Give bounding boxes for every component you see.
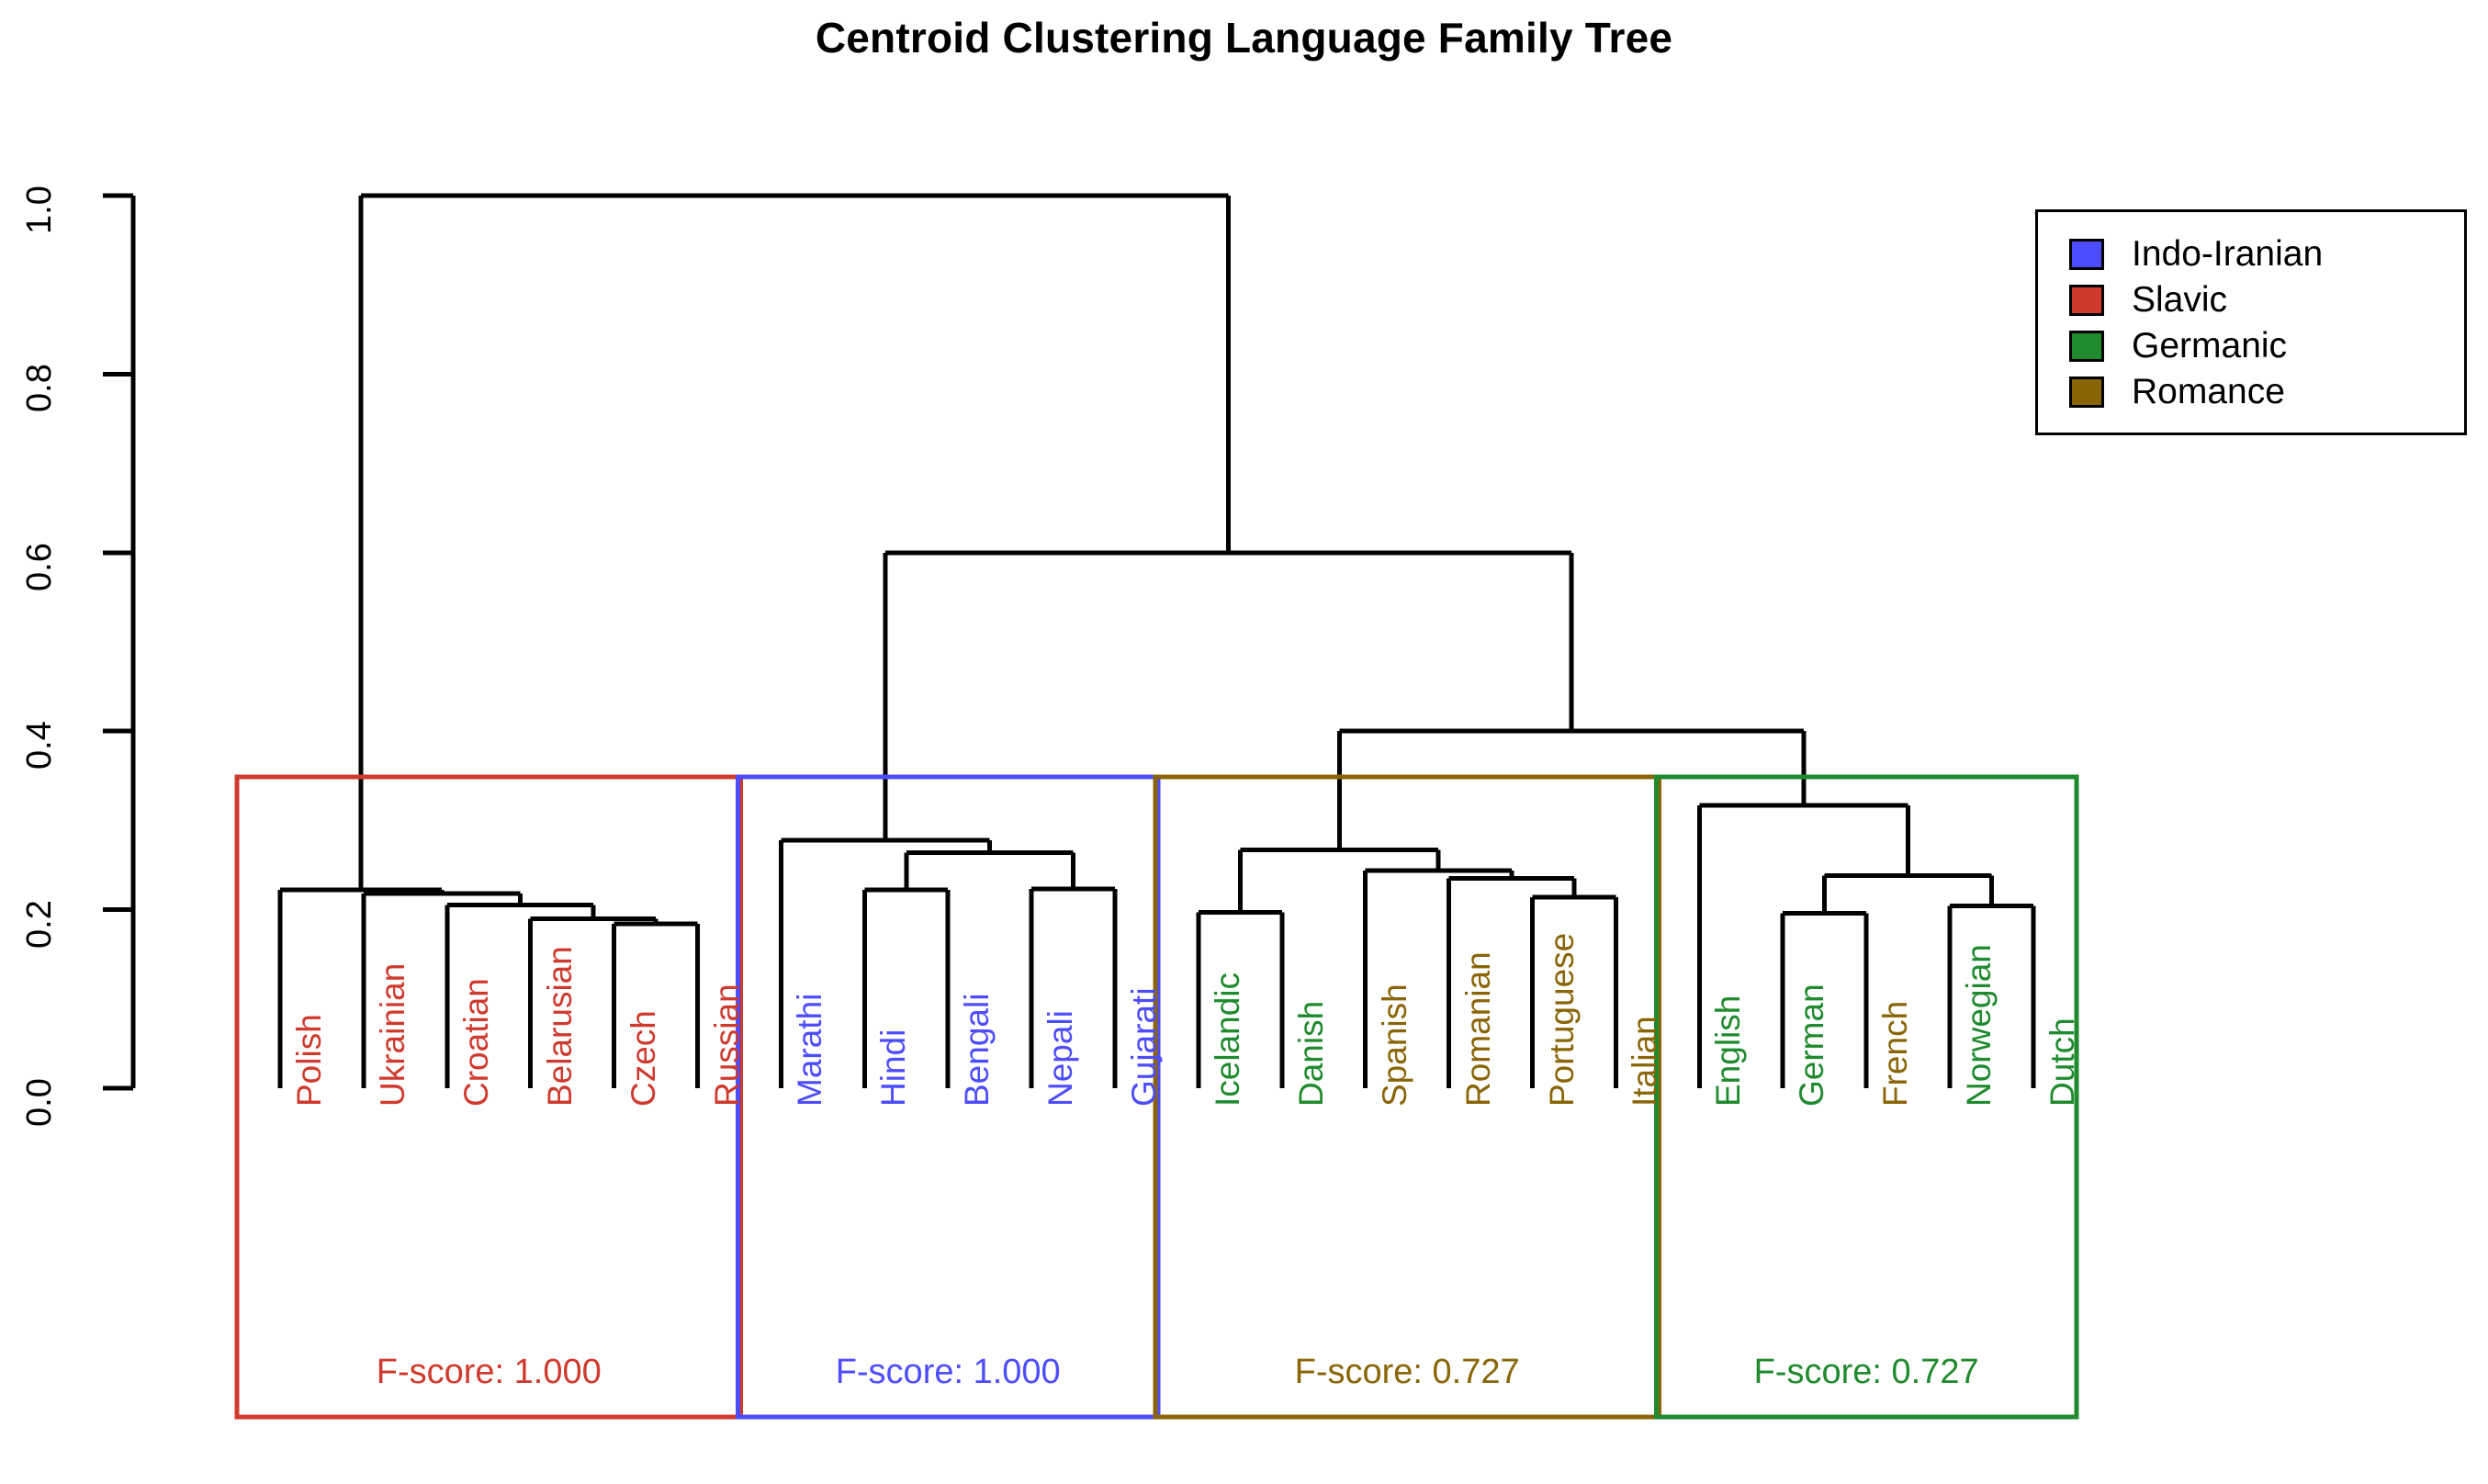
leaf-label: Bengali xyxy=(958,993,996,1107)
leaf-label: Portuguese xyxy=(1542,932,1581,1107)
fscore-label: F-score: 1.000 xyxy=(835,1353,1061,1391)
leaf-label: Russian xyxy=(707,984,746,1107)
leaf-label: Czech xyxy=(624,1010,662,1107)
y-axis-tick-label: 0.6 xyxy=(20,542,59,591)
legend-item-label: Slavic xyxy=(2132,280,2228,320)
leaf-label: Polish xyxy=(290,1014,328,1107)
fscore-label: F-score: 0.727 xyxy=(1294,1353,1520,1391)
fscore-label: F-score: 0.727 xyxy=(1753,1353,1979,1391)
legend-swatch-icon xyxy=(2069,285,2104,316)
leaf-label: English xyxy=(1709,995,1748,1107)
y-axis-tick-label: 0.2 xyxy=(20,899,59,949)
legend-swatch-icon xyxy=(2069,331,2104,362)
y-axis-tick-label: 0.0 xyxy=(20,1078,59,1127)
leaf-label: Dutch xyxy=(2043,1017,2081,1107)
leaf-label: Gujarati xyxy=(1125,987,1163,1107)
y-axis-tick-label: 1.0 xyxy=(20,186,59,234)
legend-swatch-icon xyxy=(2069,377,2104,408)
leaf-label: Nepali xyxy=(1041,1010,1080,1107)
legend-item-romance: Romance xyxy=(2069,370,2464,414)
legend-swatch-icon xyxy=(2069,239,2104,270)
leaf-label: Romanian xyxy=(1458,951,1497,1107)
leaf-label: Italian xyxy=(1626,1016,1664,1107)
legend-item-germanic: Germanic xyxy=(2069,324,2464,368)
leaf-label: French xyxy=(1876,1000,1915,1107)
legend-item-indo-iranian: Indo-Iranian xyxy=(2069,232,2464,276)
y-axis-tick-label: 0.8 xyxy=(20,364,59,413)
legend-item-label: Germanic xyxy=(2132,326,2288,365)
legend-item-label: Romance xyxy=(2132,372,2285,411)
leaf-label: Belarusian xyxy=(540,946,579,1107)
leaf-label: Norwegian xyxy=(1960,944,1998,1107)
legend-item-slavic: Slavic xyxy=(2069,278,2464,322)
leaf-label: Ukrainian xyxy=(373,962,411,1107)
page-title: Centroid Clustering Language Family Tree xyxy=(815,14,1673,62)
leaf-label: Croatian xyxy=(456,978,495,1107)
leaf-label: Marathi xyxy=(791,993,829,1107)
leaf-label: Hindi xyxy=(874,1029,913,1107)
fscore-label: F-score: 1.000 xyxy=(376,1353,602,1391)
leaf-label: Danish xyxy=(1291,1000,1330,1107)
legend-item-label: Indo-Iranian xyxy=(2132,234,2324,274)
y-axis-tick-label: 0.4 xyxy=(20,721,59,770)
leaf-label: Spanish xyxy=(1375,984,1413,1107)
leaf-label: German xyxy=(1793,984,1831,1107)
leaf-label: Icelandic xyxy=(1208,972,1246,1107)
